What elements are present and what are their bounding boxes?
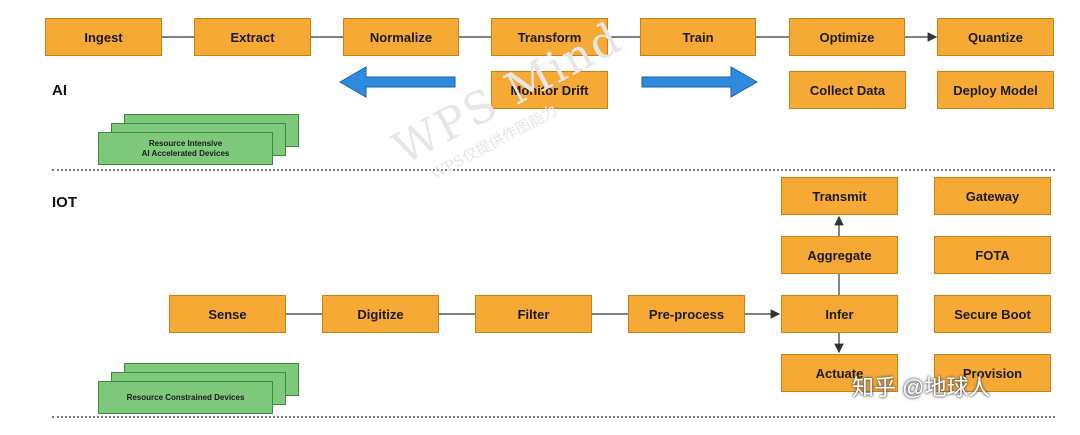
node-train: Train xyxy=(640,18,756,56)
section-label-ai: AI xyxy=(52,82,67,99)
node-preprocess: Pre-process xyxy=(628,295,745,333)
node-optimize: Optimize xyxy=(789,18,905,56)
device-label-line2: AI Accelerated Devices xyxy=(141,148,230,158)
section-divider-bottom xyxy=(52,416,1055,418)
node-ingest: Ingest xyxy=(45,18,162,56)
node-secure-boot: Secure Boot xyxy=(934,295,1051,333)
node-normalize: Normalize xyxy=(343,18,459,56)
device-card-ai: Resource Intensive AI Accelerated Device… xyxy=(98,132,273,165)
device-label-constrained: Resource Constrained Devices xyxy=(126,392,245,402)
blue-arrow-right xyxy=(641,66,759,98)
credit-overlay: 知乎 @地球人 xyxy=(852,375,991,400)
node-aggregate: Aggregate xyxy=(781,236,898,274)
device-label-line1: Resource Intensive xyxy=(148,138,223,148)
node-provision: Provision xyxy=(934,354,1051,392)
node-fota: FOTA xyxy=(934,236,1051,274)
node-monitor-drift: Monitor Drift xyxy=(491,71,608,109)
blue-arrow-left xyxy=(338,66,456,98)
node-actuate: Actuate xyxy=(781,354,898,392)
node-quantize: Quantize xyxy=(937,18,1054,56)
node-collect-data: Collect Data xyxy=(789,71,906,109)
section-label-iot: IOT xyxy=(52,194,77,211)
node-deploy-model: Deploy Model xyxy=(937,71,1054,109)
node-infer: Infer xyxy=(781,295,898,333)
node-gateway: Gateway xyxy=(934,177,1051,215)
node-digitize: Digitize xyxy=(322,295,439,333)
node-extract: Extract xyxy=(194,18,311,56)
node-sense: Sense xyxy=(169,295,286,333)
section-divider-top xyxy=(52,169,1055,171)
node-transmit: Transmit xyxy=(781,177,898,215)
device-card-iot: Resource Constrained Devices xyxy=(98,381,273,414)
node-filter: Filter xyxy=(475,295,592,333)
node-transform: Transform xyxy=(491,18,608,56)
